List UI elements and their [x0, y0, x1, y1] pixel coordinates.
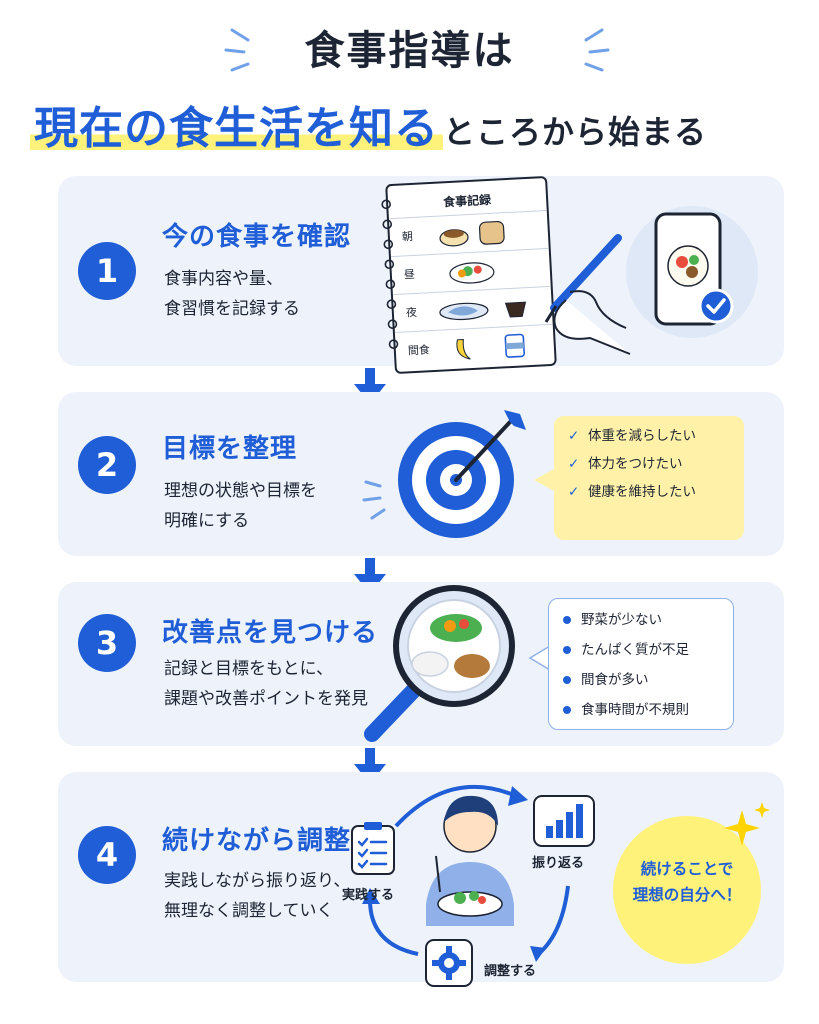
goal-badge-line-2: 理想の自分へ！ [632, 886, 742, 904]
goal-text: 体重を減らしたい [588, 428, 696, 444]
bubble-tail [528, 645, 551, 671]
bullet-icon [563, 646, 571, 654]
check-icon: ✓ [568, 484, 580, 500]
step-desc-1-line-2: 食習慣を記録する [164, 299, 300, 319]
issue-item: 食事時間が不規則 [563, 695, 719, 725]
goal-item: ✓ 体力をつけたい [568, 450, 730, 478]
step-number-3: 3 [78, 614, 136, 672]
cycle-diagram [362, 784, 570, 962]
step-desc-3-line-2: 課題や改善ポイントを発見 [164, 689, 368, 709]
bullet-icon [563, 616, 571, 624]
step-desc-4-line-2: 無理なく調整していく [164, 901, 334, 921]
snack-food-icon [456, 333, 525, 360]
step-desc-2-line-2: 明確にする [164, 511, 250, 531]
goal-text: 健康を維持したい [588, 484, 696, 500]
cycle-label-review: 振り返る [532, 856, 585, 871]
meal-record-notebook: 食事記録 朝 昼 夜 間食 [381, 175, 557, 375]
subtitle-rest: ところから始まる [443, 113, 708, 151]
step-desc-2: 理想の状態や目標を 明確にする [164, 476, 317, 536]
hand-pen-icon [544, 234, 631, 355]
subtitle-highlight: 現在の食生活を知る [30, 103, 443, 154]
notebook-row-breakfast: 朝 [388, 209, 549, 257]
breakfast-food-icon [439, 220, 505, 247]
issues-bubble: 野菜が少ない たんぱく質が不足 間食が多い 食事時間が不規則 [548, 598, 734, 730]
lunch-food-icon [449, 262, 495, 284]
step-title-2: 目標を整理 [162, 434, 298, 464]
goal-item: ✓ 健康を維持したい [568, 478, 730, 506]
magnifier-icon [364, 585, 515, 742]
bubble-tail [534, 468, 556, 492]
bullet-icon [563, 676, 571, 684]
notebook-row-dinner: 夜 [392, 285, 553, 333]
check-icon: ✓ [568, 428, 580, 444]
notebook-row-lunch: 昼 [390, 247, 551, 295]
notebook-row-label: 朝 [401, 229, 414, 244]
step-desc-4: 実践しながら振り返り、 無理なく調整していく [164, 866, 350, 926]
step-desc-3: 記録と目標をもとに、 課題や改善ポイントを発見 [164, 654, 368, 714]
goal-item: ✓ 体重を減らしたい [568, 422, 730, 450]
page-title: 食事指導は [304, 28, 515, 74]
target-icon [362, 410, 526, 538]
step-desc-1: 食事内容や量、 食習慣を記録する [164, 264, 300, 324]
step-title-3: 改善点を見つける [162, 618, 379, 648]
page-subtitle: 現在の食生活を知るところから始まる [30, 92, 707, 156]
notebook-title: 食事記録 [442, 192, 492, 210]
goal-badge-line-1: 続けることで [640, 860, 734, 878]
title-burst-lines [224, 28, 610, 72]
bar-chart-icon [533, 795, 595, 847]
notebook-row-label: 昼 [403, 267, 416, 282]
step-desc-2-line-1: 理想の状態や目標を [164, 481, 317, 501]
issue-item: 野菜が少ない [563, 605, 719, 635]
goal-badge: 続けることで 理想の自分へ！ [613, 816, 761, 964]
notebook-row-label: 間食 [407, 343, 431, 358]
issue-text: 間食が多い [581, 672, 649, 688]
step-number-4: 4 [78, 826, 136, 884]
step-desc-4-line-1: 実践しながら振り返り、 [164, 871, 351, 891]
goals-bubble: ✓ 体重を減らしたい ✓ 体力をつけたい ✓ 健康を維持したい [554, 416, 744, 540]
clipboard-icon [351, 822, 395, 875]
step-desc-1-line-1: 食事内容や量、 [164, 269, 283, 289]
check-icon: ✓ [568, 456, 580, 472]
step-desc-3-line-1: 記録と目標をもとに、 [164, 659, 334, 679]
cycle-label-practice: 実践する [342, 888, 395, 903]
cycle-label-adjust: 調整する [484, 964, 537, 979]
issue-text: たんぱく質が不足 [581, 642, 689, 658]
issue-text: 食事時間が不規則 [581, 702, 689, 718]
phone-icon [654, 212, 734, 326]
step-number-1: 1 [78, 242, 136, 300]
issue-item: たんぱく質が不足 [563, 635, 719, 665]
goal-text: 体力をつけたい [588, 456, 683, 472]
notebook-row-snack: 間食 [394, 323, 555, 371]
gear-icon [425, 939, 473, 987]
notebook-spiral-icon [381, 199, 399, 349]
dinner-fish-icon [439, 301, 527, 321]
issue-item: 間食が多い [563, 665, 719, 695]
step-title-4: 続けながら調整 [162, 826, 352, 856]
step-number-2: 2 [78, 436, 136, 494]
step-title-1: 今の食事を確認 [162, 222, 352, 252]
bullet-icon [563, 706, 571, 714]
issue-text: 野菜が少ない [581, 612, 662, 628]
notebook-row-label: 夜 [405, 305, 418, 320]
sparkle-icon [724, 802, 770, 846]
